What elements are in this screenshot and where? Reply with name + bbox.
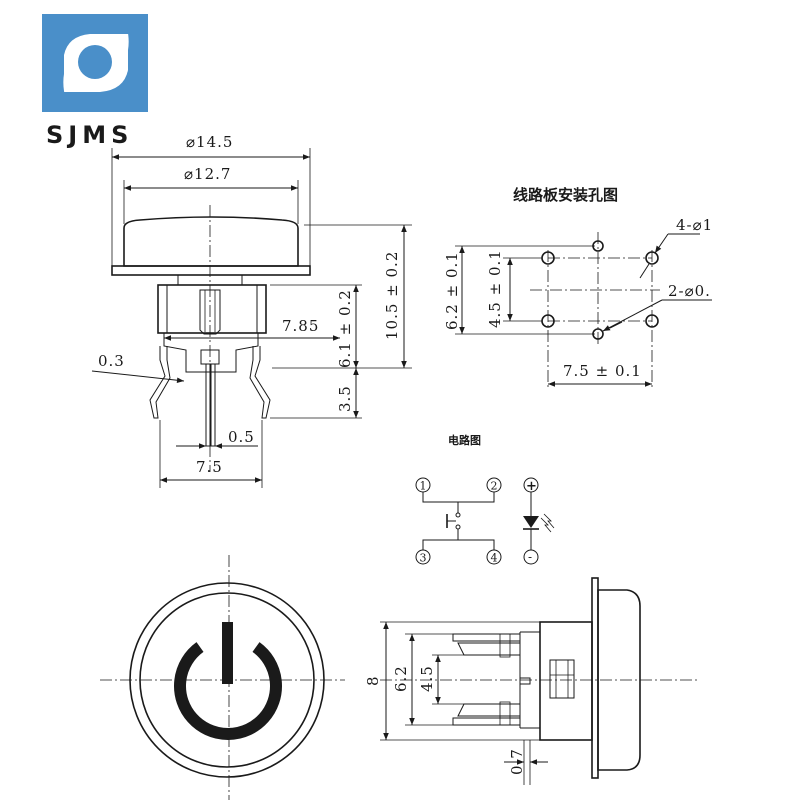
- pcb-hole: [645, 251, 659, 265]
- svg-text:3: 3: [420, 552, 427, 565]
- circuit-diagram: 电路图 1 2 3 4 + -: [415, 433, 555, 565]
- logo-emblem: [42, 14, 148, 112]
- dim-two-holes: 2-⌀0.: [668, 282, 711, 300]
- cap-flange: [111, 265, 311, 276]
- power-icon-bar: [222, 622, 233, 684]
- power-icon: [174, 642, 282, 740]
- center-pin: [205, 363, 211, 447]
- pcb-hole: [645, 314, 659, 328]
- dim-pcb-outer-height: 6.2 ± 0.1: [443, 251, 461, 330]
- dim-side-62: 6.2: [392, 665, 410, 692]
- side-flange: [591, 577, 599, 779]
- led-minus-marker: [523, 549, 539, 565]
- dim-body-height: 6.1 ± 0.2: [336, 289, 354, 368]
- switch-bottom-wire: [422, 539, 495, 550]
- dim-body-width: 7.85: [282, 317, 319, 335]
- plunger: [199, 289, 221, 335]
- side-pin-lower: [452, 717, 521, 726]
- dim-pin-width: 0.5: [228, 428, 255, 446]
- outer-ring: [129, 582, 325, 778]
- switch-body: [157, 284, 267, 334]
- dim-pcb-inner-height: 4.5 ± 0.1: [486, 249, 504, 328]
- led-symbol: [523, 516, 539, 528]
- svg-text:1: 1: [420, 480, 427, 493]
- led-emission-icon: [540, 517, 552, 533]
- circuit-title: 电路图: [448, 433, 481, 447]
- button-cap: [123, 216, 299, 267]
- dim-side-8: 8: [364, 675, 382, 686]
- brand-name: SJMS: [46, 121, 133, 149]
- pcb-layout: 线路板安装孔图 6.2 ± 0.1 4.5 ± 0.1 7.5 ± 0.1 4-: [443, 186, 713, 388]
- dim-side-07: 0.7: [508, 748, 526, 775]
- dim-four-holes: 4-⌀1: [676, 216, 713, 234]
- svg-text:4: 4: [491, 552, 498, 565]
- side-pin-upper: [452, 633, 521, 642]
- dim-total-height: 10.5 ± 0.2: [383, 251, 401, 340]
- svg-text:-: -: [528, 550, 532, 564]
- sjms-logo: SJMS: [42, 14, 148, 149]
- dim-pcb-width: 7.5 ± 0.1: [563, 362, 642, 380]
- inner-ring: [139, 592, 315, 768]
- dim-pin-length: 3.5: [336, 385, 354, 412]
- dim-outer-diameter: ⌀14.5: [186, 133, 233, 151]
- side-cap: [597, 589, 641, 771]
- front-view: ⌀14.5 ⌀12.7 10.5 ± 0.2 6.1 ± 0.2 3.5 7.8…: [91, 133, 412, 488]
- side-view: 8 6.2 4.5 0.7: [364, 577, 700, 785]
- dim-side-45: 4.5: [418, 665, 436, 692]
- side-body: [539, 621, 593, 741]
- bottom-view: [100, 555, 345, 800]
- left-leg: [149, 346, 171, 419]
- dim-lead-pitch: 7.5: [196, 458, 223, 476]
- right-leg: [249, 346, 271, 419]
- svg-text:2: 2: [491, 480, 498, 493]
- switch-top-wire: [422, 492, 495, 503]
- dim-wall-thickness: 0.3: [98, 352, 125, 370]
- pcb-layout-title: 线路板安装孔图: [513, 186, 618, 204]
- dim-inner-diameter: ⌀12.7: [184, 165, 231, 183]
- svg-text:+: +: [526, 479, 537, 494]
